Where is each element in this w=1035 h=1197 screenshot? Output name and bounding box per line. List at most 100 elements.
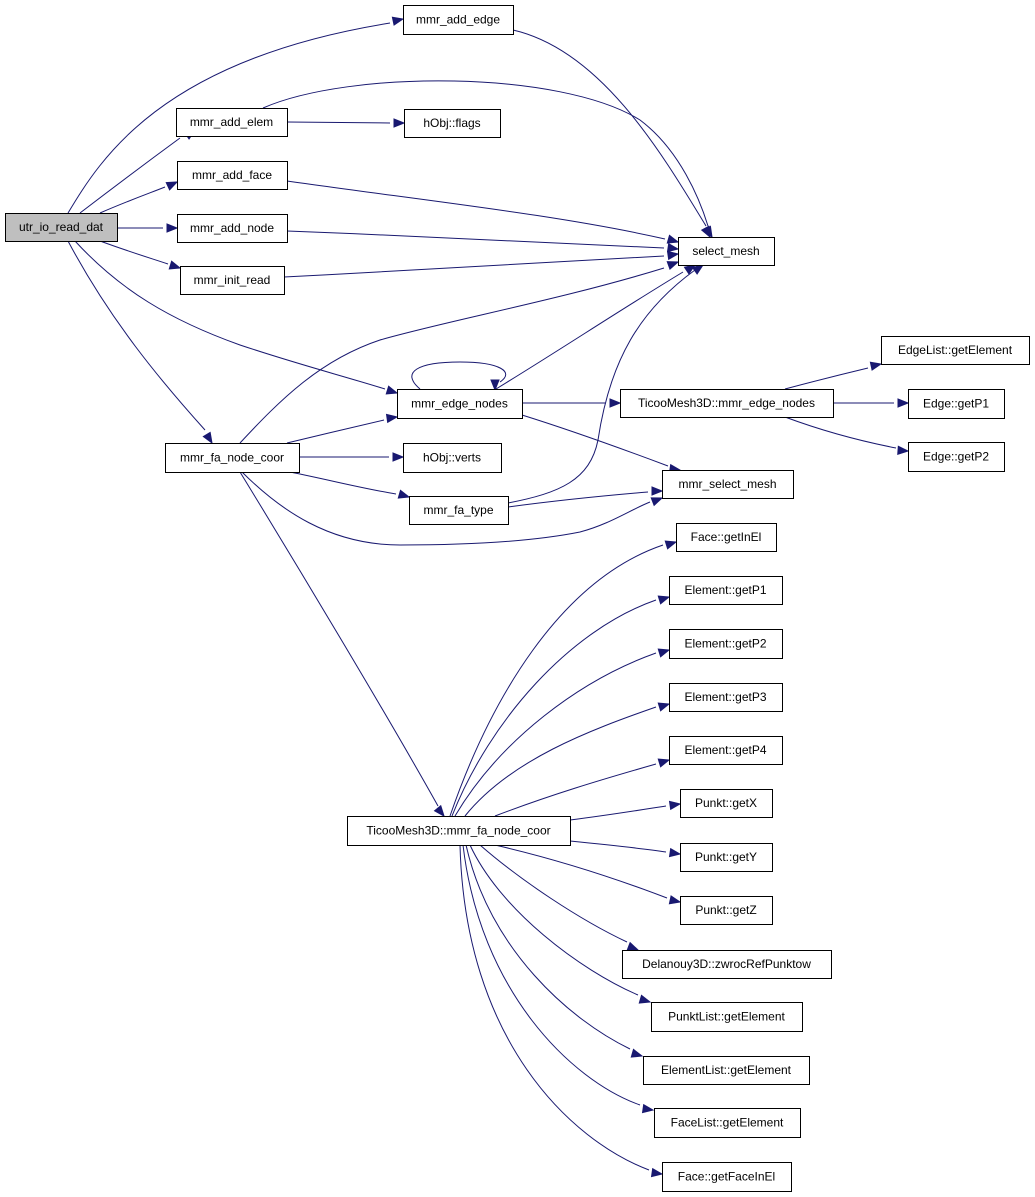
node-box xyxy=(680,843,773,872)
edge-mmr_fa_node_coor-to-mmr_edge_nodes xyxy=(286,413,399,444)
arrowhead-icon xyxy=(638,994,652,1004)
node-label: mmr_add_node xyxy=(190,221,274,235)
node-select-mesh[interactable]: select_mesh xyxy=(678,237,775,266)
node-edge-getp2[interactable]: Edge::getP2 xyxy=(908,442,1005,472)
node-box xyxy=(676,523,777,552)
edge-ticoo_mmr_fa_node_coor-to-punkt_gety xyxy=(569,840,682,858)
node-box xyxy=(669,683,783,712)
node-label: select_mesh xyxy=(692,244,759,258)
node-mmr-edge-nodes[interactable]: mmr_edge_nodes xyxy=(397,389,523,419)
node-ticoo-mmr-edge-nodes[interactable]: TicooMesh3D::mmr_edge_nodes xyxy=(620,389,834,418)
edge-line xyxy=(99,186,166,214)
node-punktlist-getelement[interactable]: PunktList::getElement xyxy=(651,1002,803,1032)
arrowhead-icon xyxy=(897,398,910,408)
arrowhead-icon xyxy=(397,489,411,499)
node-face-getinel[interactable]: Face::getInEl xyxy=(676,523,777,552)
arrowhead-icon xyxy=(165,181,179,191)
node-edge-getp1[interactable]: Edge::getP1 xyxy=(908,389,1005,419)
node-box xyxy=(908,442,1005,472)
node-punkt-getz[interactable]: Punkt::getZ xyxy=(680,896,773,925)
node-mmr-select-mesh[interactable]: mmr_select_mesh xyxy=(662,470,794,499)
node-punkt-getx[interactable]: Punkt::getX xyxy=(680,789,773,818)
node-hobj-verts[interactable]: hObj::verts xyxy=(403,443,502,473)
edge-mmr_fa_node_coor-to-mmr_select_mesh xyxy=(241,471,664,546)
edge-mmr_fa_node_coor-to-select_mesh xyxy=(239,261,680,444)
edge-line xyxy=(262,80,709,227)
node-element-getp2[interactable]: Element::getP2 xyxy=(669,629,783,659)
arrowhead-icon xyxy=(166,223,179,233)
node-box xyxy=(177,214,288,243)
edge-utr_io_read_dat-to-mmr_fa_node_coor xyxy=(67,240,213,445)
edge-ticoo_mmr_fa_node_coor-to-element_getp3 xyxy=(464,702,671,817)
edge-ticoo_mmr_fa_node_coor-to-element_getp4 xyxy=(494,758,671,817)
node-label: mmr_add_face xyxy=(192,168,272,182)
edge-line xyxy=(286,180,666,240)
edge-ticoo_mmr_fa_node_coor-to-punkt_getz xyxy=(494,844,682,905)
node-mmr-fa-node-coor[interactable]: mmr_fa_node_coor xyxy=(165,443,300,473)
node-box xyxy=(176,108,288,137)
edge-utr_io_read_dat-to-mmr_add_edge xyxy=(67,16,405,214)
node-label: utr_io_read_dat xyxy=(19,220,104,234)
node-label: PunktList::getElement xyxy=(668,1010,785,1024)
arrowhead-icon xyxy=(630,1048,644,1058)
node-mmr-add-elem[interactable]: mmr_add_elem xyxy=(176,108,288,137)
arrowhead-icon xyxy=(490,379,500,392)
node-punkt-gety[interactable]: Punkt::getY xyxy=(680,843,773,872)
node-delanouy-zwroc[interactable]: Delanouy3D::zwrocRefPunktow xyxy=(622,950,832,979)
node-mmr-add-node[interactable]: mmr_add_node xyxy=(177,214,288,243)
edge-line xyxy=(67,22,391,214)
edge-line xyxy=(411,361,507,390)
edge-mmr_edge_nodes-to-select_mesh xyxy=(495,264,697,390)
arrowhead-icon xyxy=(897,445,910,455)
edge-ticoo_mmr_fa_node_coor-to-punkt_getx xyxy=(569,800,682,821)
node-mmr-init-read[interactable]: mmr_init_read xyxy=(180,266,285,295)
edge-line xyxy=(507,491,649,508)
edge-line xyxy=(459,844,650,1171)
arrowhead-icon xyxy=(657,648,671,658)
node-mmr-fa-type[interactable]: mmr_fa_type xyxy=(409,496,509,525)
edge-line xyxy=(79,137,181,214)
node-box xyxy=(5,213,118,242)
edge-line xyxy=(289,471,397,495)
edge-line xyxy=(462,844,641,1106)
node-box xyxy=(620,389,834,418)
edge-line xyxy=(464,706,657,817)
edge-ticoo_mmr_edge_nodes-to-edge_getp1 xyxy=(833,398,910,408)
node-edgelist-getelement[interactable]: EdgeList::getElement xyxy=(881,336,1030,365)
arrowhead-icon xyxy=(666,250,680,261)
node-box xyxy=(403,5,514,35)
node-ticoo-mmr-fa-node-coor[interactable]: TicooMesh3D::mmr_fa_node_coor xyxy=(347,816,571,846)
node-label: TicooMesh3D::mmr_edge_nodes xyxy=(638,396,815,410)
edge-mmr_add_elem-to-hobj_flags xyxy=(286,118,406,128)
node-mmr-add-edge[interactable]: mmr_add_edge xyxy=(403,5,514,35)
edge-line xyxy=(569,840,667,853)
arrowhead-icon xyxy=(668,847,682,858)
edge-mmr_fa_type-to-select_mesh xyxy=(507,264,705,504)
arrowhead-icon xyxy=(433,804,445,818)
node-face-getfaceinel[interactable]: Face::getFaceInEl xyxy=(662,1162,792,1192)
arrowhead-icon xyxy=(869,361,883,371)
node-element-getp3[interactable]: Element::getP3 xyxy=(669,683,783,712)
node-utr-io-read-dat[interactable]: utr_io_read_dat xyxy=(5,213,118,242)
edge-ticoo_mmr_edge_nodes-to-edgelist_getelement xyxy=(784,361,883,390)
node-box xyxy=(403,443,502,473)
arrowhead-icon xyxy=(168,260,182,270)
node-box xyxy=(651,1002,803,1032)
edge-line xyxy=(494,844,668,899)
node-facelist-getelement[interactable]: FaceList::getElement xyxy=(654,1108,801,1138)
node-box xyxy=(881,336,1030,365)
node-label: mmr_select_mesh xyxy=(678,477,776,491)
node-label: Element::getP3 xyxy=(684,690,766,704)
arrowhead-icon xyxy=(657,702,671,712)
arrowhead-icon xyxy=(664,540,678,550)
node-label: Element::getP1 xyxy=(684,583,766,597)
node-elementlist-getelement[interactable]: ElementList::getElement xyxy=(643,1056,810,1085)
edge-line xyxy=(99,240,169,265)
node-element-getp4[interactable]: Element::getP4 xyxy=(669,736,783,765)
edge-line xyxy=(512,29,707,227)
node-element-getp1[interactable]: Element::getP1 xyxy=(669,576,783,605)
node-label: Delanouy3D::zwrocRefPunktow xyxy=(642,957,811,971)
node-mmr-add-face[interactable]: mmr_add_face xyxy=(177,161,288,190)
node-hobj-flags[interactable]: hObj::flags xyxy=(404,109,501,138)
